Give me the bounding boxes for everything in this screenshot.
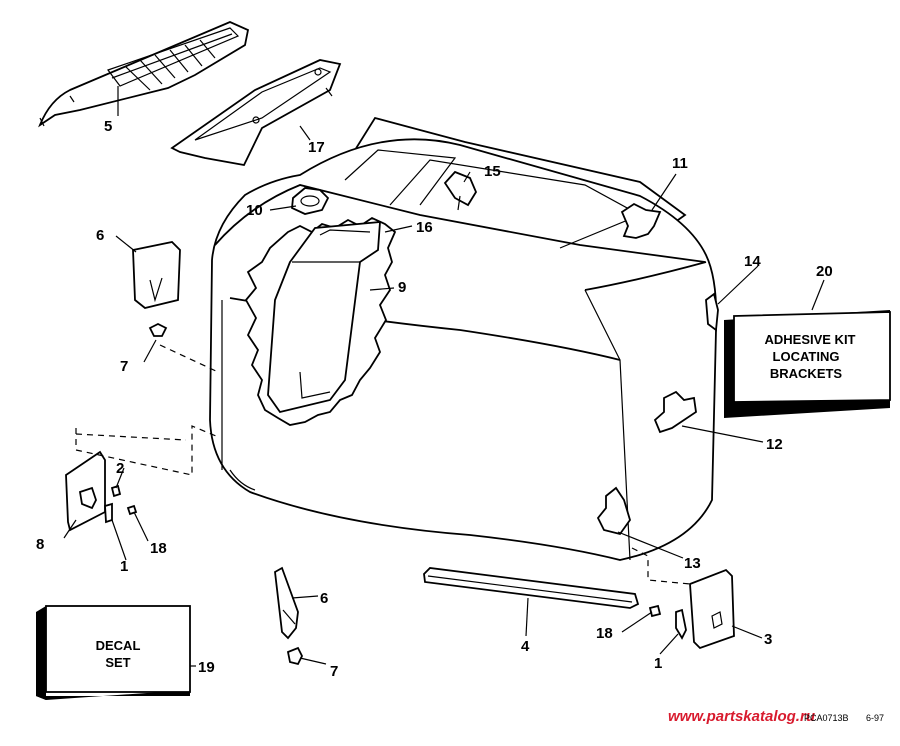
adhesive-patch-14 bbox=[705, 292, 719, 332]
leader-lines bbox=[63, 86, 825, 667]
grille-cover-3 bbox=[38, 21, 250, 128]
callout-10: 10 bbox=[246, 202, 263, 219]
decal-line-1: DECAL bbox=[96, 638, 141, 653]
adhesive-kit-box bbox=[724, 310, 891, 418]
callout-2: 2 bbox=[116, 460, 124, 477]
adhesive-line-3: BRACKETS bbox=[770, 366, 843, 381]
callout-13: 13 bbox=[684, 555, 701, 572]
callout-8: 8 bbox=[36, 536, 44, 553]
decal-set-box bbox=[36, 605, 191, 700]
adhesive-line-1: ADHESIVE KIT bbox=[764, 332, 855, 347]
callout-12: 12 bbox=[766, 436, 783, 453]
callout-20: 20 bbox=[816, 263, 833, 280]
trim-strip-4 bbox=[423, 567, 640, 609]
bracket-8 bbox=[65, 450, 113, 532]
decal-line-2: SET bbox=[105, 655, 130, 670]
cover-plate-17 bbox=[170, 59, 342, 167]
callout-11: 11 bbox=[672, 155, 688, 172]
clip-15 bbox=[443, 170, 478, 211]
bracket-6-upper bbox=[132, 241, 181, 309]
callout-6-lower: 6 bbox=[320, 590, 328, 607]
watermark-url: www.partskatalog.ru bbox=[668, 708, 815, 725]
callout-1-right: 1 bbox=[654, 655, 662, 672]
callout-5: 3 bbox=[764, 631, 772, 648]
callout-6-upper: 6 bbox=[96, 227, 104, 244]
callout-4: 4 bbox=[521, 638, 530, 655]
callout-17: 17 bbox=[308, 139, 325, 156]
callout-18-right: 18 bbox=[596, 625, 613, 642]
adhesive-kit-text: ADHESIVE KIT LOCATING BRACKETS bbox=[764, 332, 855, 381]
footer-date: 6-97 bbox=[866, 713, 884, 723]
callout-15: 15 bbox=[484, 163, 501, 180]
adhesive-patch-11 bbox=[620, 202, 662, 239]
adhesive-patch-13 bbox=[596, 486, 631, 536]
adhesive-line-2: LOCATING bbox=[773, 349, 840, 364]
callout-18-left: 18 bbox=[150, 540, 167, 557]
cutaway-panel bbox=[244, 216, 397, 426]
callout-labels: 5 17 15 11 6 10 16 9 14 20 7 12 2 8 18 1… bbox=[36, 118, 833, 680]
callout-14: 14 bbox=[744, 253, 761, 270]
grommet-10 bbox=[291, 187, 330, 215]
callout-3: 5 bbox=[104, 118, 112, 135]
bracket-6-lower bbox=[274, 566, 299, 640]
callout-16: 16 bbox=[416, 219, 433, 236]
callout-1-left: 1 bbox=[120, 558, 128, 575]
callout-9: 9 bbox=[398, 279, 406, 296]
plug-7-upper bbox=[148, 322, 168, 337]
footer-code: PCA0713B bbox=[804, 713, 849, 723]
bracket-5 bbox=[675, 568, 735, 650]
callout-19: 19 bbox=[198, 659, 215, 676]
dashed-guide-lines bbox=[75, 344, 691, 585]
callout-7-lower: 7 bbox=[330, 663, 338, 680]
plug-7-lower bbox=[286, 646, 304, 666]
decal-set-text: DECAL SET bbox=[96, 638, 141, 670]
screw-18-right bbox=[648, 604, 662, 618]
adhesive-patch-12 bbox=[653, 390, 697, 434]
callout-7-upper: 7 bbox=[120, 358, 128, 375]
